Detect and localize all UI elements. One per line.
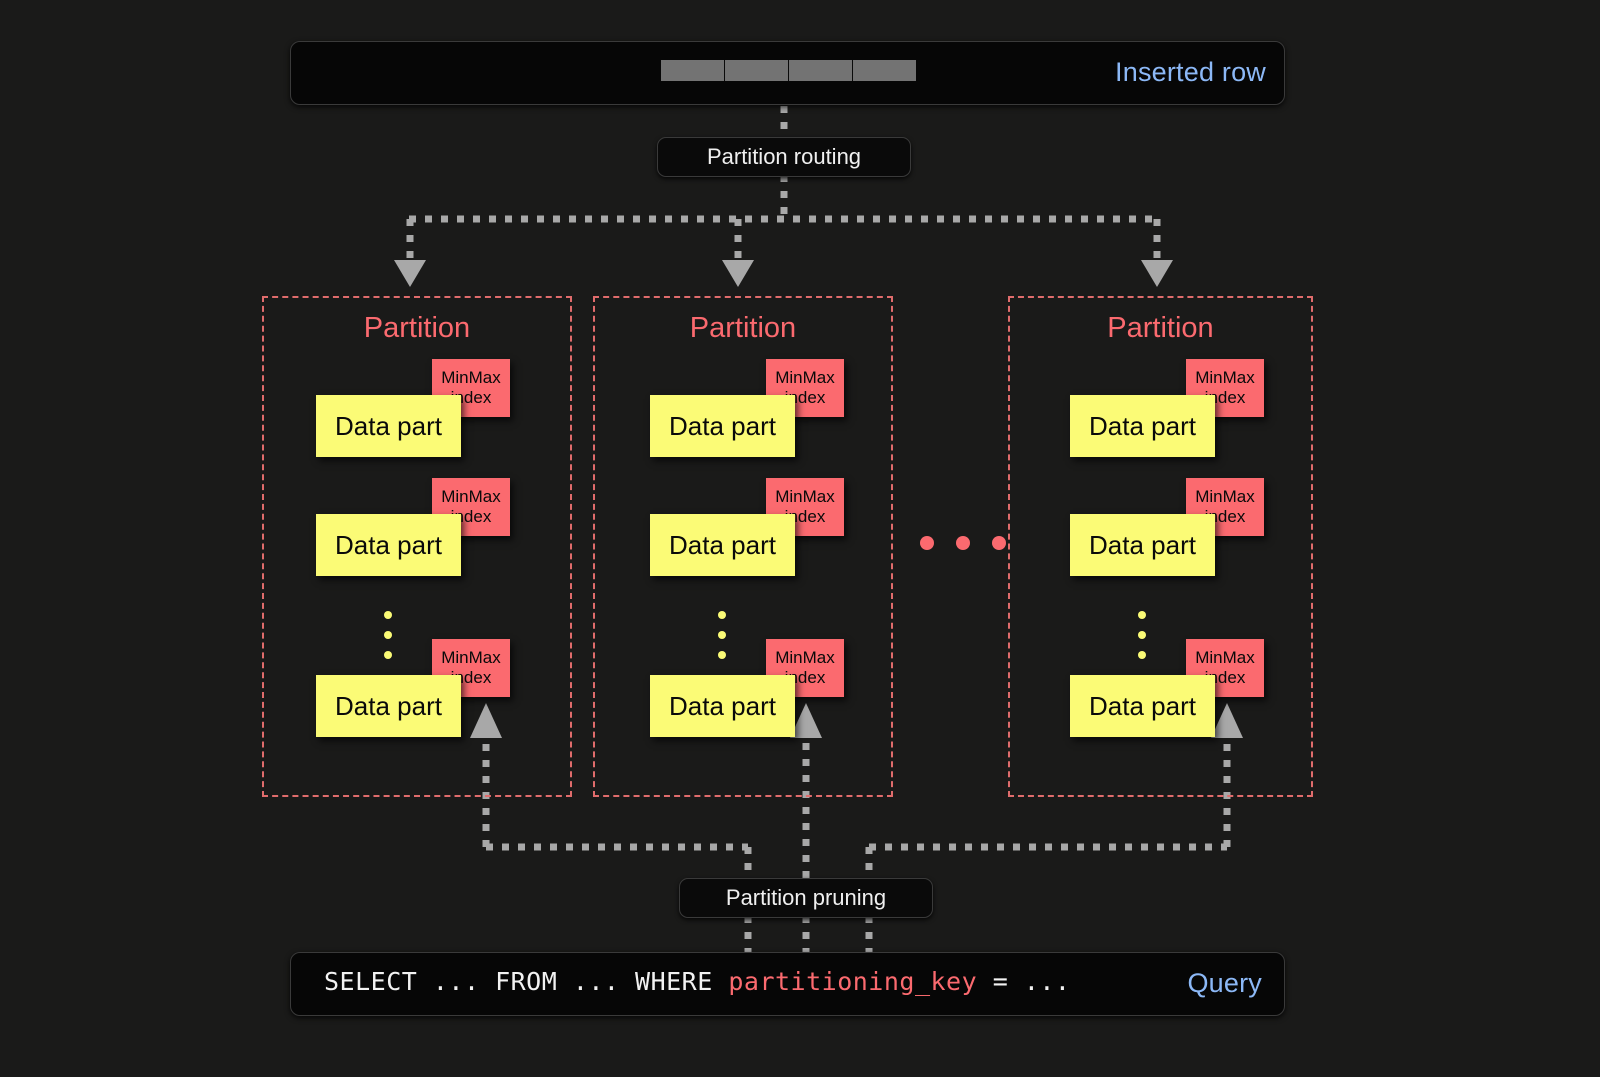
- row-cell: [853, 60, 916, 81]
- data-part-box: Data part: [1070, 395, 1215, 457]
- parts-ellipsis: [718, 611, 726, 659]
- data-part-box: Data part: [316, 675, 461, 737]
- parts-ellipsis: [384, 611, 392, 659]
- partition-pruning-box: Partition pruning: [679, 878, 933, 918]
- inserted-row-cells: [661, 60, 916, 81]
- data-part-box: Data part: [650, 514, 795, 576]
- row-cell: [725, 60, 789, 81]
- data-part-box: Data part: [1070, 675, 1215, 737]
- query-bar: SELECT ... FROM ... WHERE partitioning_k…: [290, 952, 1285, 1016]
- data-part-box: Data part: [650, 395, 795, 457]
- inserted-row-bar: Inserted row: [290, 41, 1285, 105]
- partition-title: Partition: [363, 312, 471, 344]
- arrowhead-down-p1: [394, 260, 426, 287]
- arrowhead-down-p2: [722, 260, 754, 287]
- data-part-box: Data part: [650, 675, 795, 737]
- row-cell: [789, 60, 853, 81]
- sql-prefix: SELECT ... FROM ... WHERE: [324, 967, 729, 996]
- partition-routing-box: Partition routing: [657, 137, 911, 177]
- partition-title: Partition: [1107, 312, 1214, 344]
- parts-ellipsis: [1138, 611, 1146, 659]
- inserted-row-label: Inserted row: [1115, 57, 1266, 87]
- data-part-box: Data part: [1070, 514, 1215, 576]
- partition-routing-label: Partition routing: [706, 144, 862, 169]
- arrowhead-down-p3: [1141, 260, 1173, 287]
- partition-pruning-label: Partition pruning: [725, 885, 887, 910]
- row-cell: [661, 60, 725, 81]
- sql-suffix: = ...: [977, 967, 1071, 996]
- data-part-box: Data part: [316, 514, 461, 576]
- data-part-box: Data part: [316, 395, 461, 457]
- query-sql-text: SELECT ... FROM ... WHERE partitioning_k…: [324, 967, 1070, 996]
- partition-title: Partition: [689, 312, 797, 344]
- partitions-ellipsis: [920, 536, 1006, 550]
- sql-partitioning-key: partitioning_key: [728, 967, 978, 996]
- query-label: Query: [1187, 968, 1262, 998]
- arrowhead-group-down: [394, 260, 1173, 287]
